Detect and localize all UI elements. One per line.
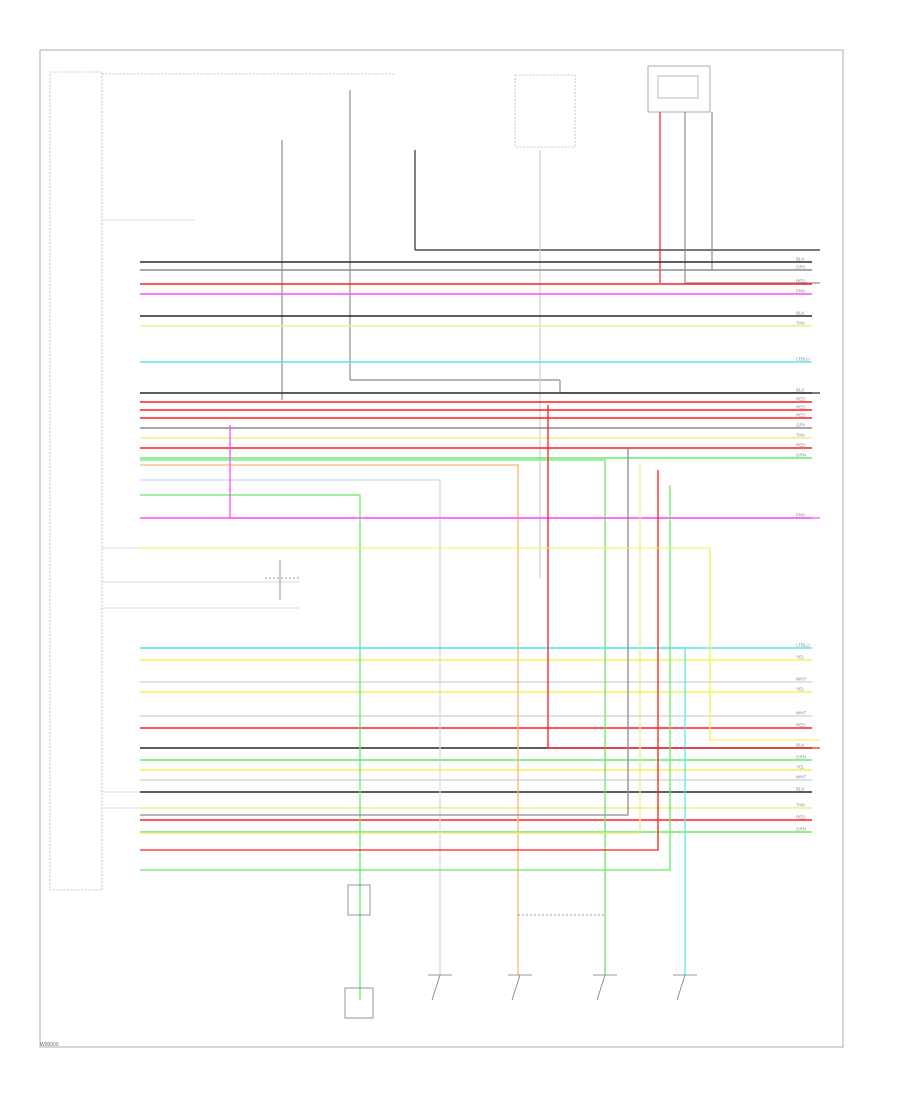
wire-color-label: RED [796, 397, 806, 402]
wire-color-label: RED [796, 405, 806, 410]
wire-color-label: GRY [796, 265, 806, 270]
wire-color-label: YEL [796, 655, 805, 660]
wire-color-label: RED [796, 815, 806, 820]
top-right-connector-inner [657, 75, 699, 99]
sensor-1 [347, 884, 371, 916]
wire-color-label: GRY [796, 423, 806, 428]
wire-color-label: WHT [796, 775, 806, 780]
wire-color-label: PNK [796, 513, 805, 518]
page-code: W00000 [40, 1042, 59, 1048]
wire-color-label: TAN [796, 803, 805, 808]
wire-color-label: RED [796, 279, 806, 284]
wire-color-label: RED [796, 413, 806, 418]
wire-color-label: BLK [796, 311, 805, 316]
wire-color-label: PNK [796, 289, 805, 294]
sensor-4 [508, 974, 532, 1001]
wire-color-label: GRN [796, 827, 806, 832]
sensor-5 [593, 974, 617, 1001]
wire-color-label: BLK [796, 388, 805, 393]
wire-harness [140, 261, 812, 833]
left-connector-traces [102, 219, 620, 809]
sensor-3 [428, 974, 452, 1001]
sensor-6 [673, 974, 697, 1001]
wire-color-label: BLK [796, 787, 805, 792]
wire-color-label: BLK [796, 743, 805, 748]
wire-color-label: RED [796, 443, 806, 448]
control-module-box [49, 71, 103, 891]
wire-color-label: GRN [796, 453, 806, 458]
wire-color-label: BLK [796, 257, 805, 262]
wire-color-label: WHT [796, 677, 806, 682]
wire-color-label: GRN [796, 755, 806, 760]
wire-color-label: WHT [796, 711, 806, 716]
wire-color-label: LTBLU [796, 357, 810, 362]
wire-color-label: LTBLU [796, 643, 810, 648]
vertical-feeds [281, 90, 820, 578]
wire-color-label: TAN [796, 433, 805, 438]
wire-color-label: YEL [796, 687, 805, 692]
sensor-drops [140, 405, 820, 1000]
diagram-frame [39, 49, 844, 1048]
bottom-sensors [344, 884, 697, 1019]
wire-color-label: YEL [796, 765, 805, 770]
switch-area [140, 547, 710, 600]
top-right-connector [647, 65, 711, 113]
right-terminals: BLK GRY RED PNK BLK TAN LTBLU BLK RED RED RED GRY TA… [796, 257, 810, 832]
sensor-2 [344, 987, 374, 1019]
wire-color-label: TAN [796, 321, 805, 326]
top-middle-module [514, 74, 576, 148]
wire-color-label: RED [796, 723, 806, 728]
